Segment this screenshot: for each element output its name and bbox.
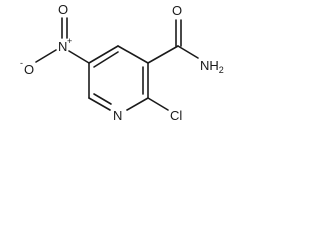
nitro-oxygen-top-label: O [58,2,68,17]
bond-c5-c4 [88,45,119,64]
amide-nh-text: NH [200,58,219,73]
amide-subscript: 2 [219,65,224,75]
bond-nitro-n-o-left [35,49,57,63]
nitro-n-charge: + [67,36,72,46]
carbonyl-oxygen-label: O [172,3,182,18]
nitro-nitrogen-label: N [58,39,67,54]
bond-c5-c4-inner [93,51,119,68]
structure-diagram: N Cl O NH2 N + O O - [20,2,224,123]
bond-n1-c6 [88,97,111,111]
bond-c5-nitro-n [68,50,90,64]
bond-c4-c3 [117,45,149,64]
bond-c2-n1 [126,97,149,111]
nitro-oxygen-left-label: O [24,62,34,77]
bond-carbonyl-nh2 [177,45,199,59]
nitro-o-charge: - [20,58,23,68]
bond-c3-carbonyl [147,45,179,64]
bond-c2-cl [147,97,169,111]
chlorine-label: Cl [170,108,182,123]
amide-nh2-label: NH2 [200,58,224,75]
carboxamide-group: O NH2 [147,3,224,75]
ring-nitrogen-label: N [113,108,122,123]
bond-n1-c6-inner [93,93,112,105]
pyridine-ring [88,45,149,111]
nitro-group: N + O O - [20,2,90,77]
